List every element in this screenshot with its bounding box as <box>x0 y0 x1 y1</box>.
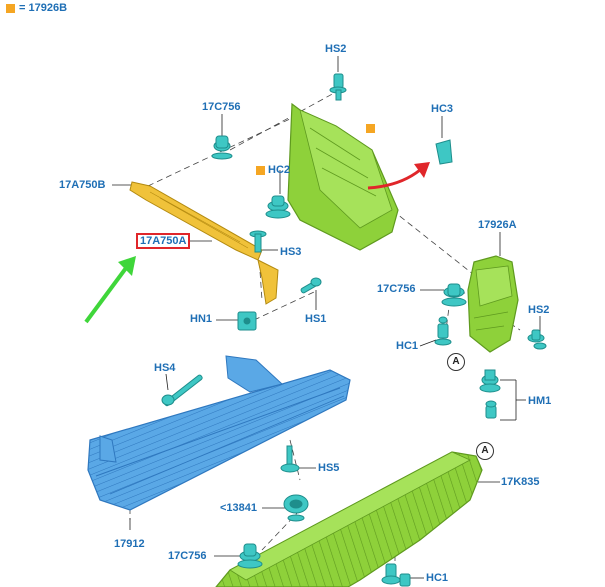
label-13841: <13841 <box>220 502 258 514</box>
label-17a750a-highlighted: 17A750A <box>136 233 191 249</box>
label-hc1-mid: HC1 <box>396 340 419 352</box>
upper-green-absorber <box>287 102 399 251</box>
clip-fastener <box>283 494 309 522</box>
label-hm1: HM1 <box>528 395 552 407</box>
label-17c756-bottom: 17C756 <box>168 550 207 562</box>
bolt-fastener <box>300 277 322 294</box>
clip-fastener <box>441 283 467 307</box>
label-hs3: HS3 <box>280 246 302 258</box>
label-hc3: HC3 <box>431 103 454 115</box>
bolt-fastener <box>161 374 203 407</box>
clip-fastener <box>435 139 453 165</box>
label-hs2-top: HS2 <box>325 43 347 55</box>
label-hs4: HS4 <box>154 362 176 374</box>
red-arrow <box>367 162 430 190</box>
push-pin-fastener <box>329 73 347 101</box>
push-pin-fastener <box>249 230 267 253</box>
clip-fastener <box>237 543 263 569</box>
orange-square-marker-icon <box>366 124 375 133</box>
orange-square-marker-icon <box>256 166 265 175</box>
label-17k835: 17K835 <box>501 476 540 488</box>
right-green-absorber <box>467 255 519 353</box>
label-leaders <box>112 56 541 579</box>
clip-fastener <box>381 563 401 585</box>
nut-fastener <box>237 311 257 331</box>
label-hs5: HS5 <box>318 462 340 474</box>
clip-fastener <box>485 400 497 419</box>
label-17912: 17912 <box>114 538 145 550</box>
label-17c756-top: 17C756 <box>202 101 241 113</box>
push-pin-fastener <box>280 445 300 473</box>
clip-fastener <box>265 195 291 219</box>
green-arrow <box>84 256 136 324</box>
blue-bumper-beam <box>87 355 351 511</box>
label-hc2: HC2 <box>268 164 291 176</box>
clip-fastener <box>479 369 501 393</box>
clip-fastener <box>434 316 452 346</box>
label-hn1: HN1 <box>190 313 213 325</box>
callout-a-lower: A <box>476 442 494 460</box>
clip-fastener <box>211 135 233 160</box>
clip-fastener <box>399 573 411 587</box>
label-17c756-mid: 17C756 <box>377 283 416 295</box>
yellow-brackets <box>129 181 279 305</box>
lower-green-step-pad <box>215 451 483 587</box>
orange-square-marker-icon <box>6 3 15 13</box>
label-hc1-bottom: HC1 <box>426 572 449 584</box>
callout-a-upper: A <box>447 353 465 371</box>
fasteners <box>161 73 547 587</box>
label-hs2-right: HS2 <box>528 304 550 316</box>
label-17926a: 17926A <box>478 219 517 231</box>
label-hs1: HS1 <box>305 313 327 325</box>
legend: = 17926B <box>6 2 67 14</box>
legend-text: = 17926B <box>19 2 68 14</box>
label-17a750b: 17A750B <box>59 179 106 191</box>
push-pin-fastener <box>527 329 547 350</box>
